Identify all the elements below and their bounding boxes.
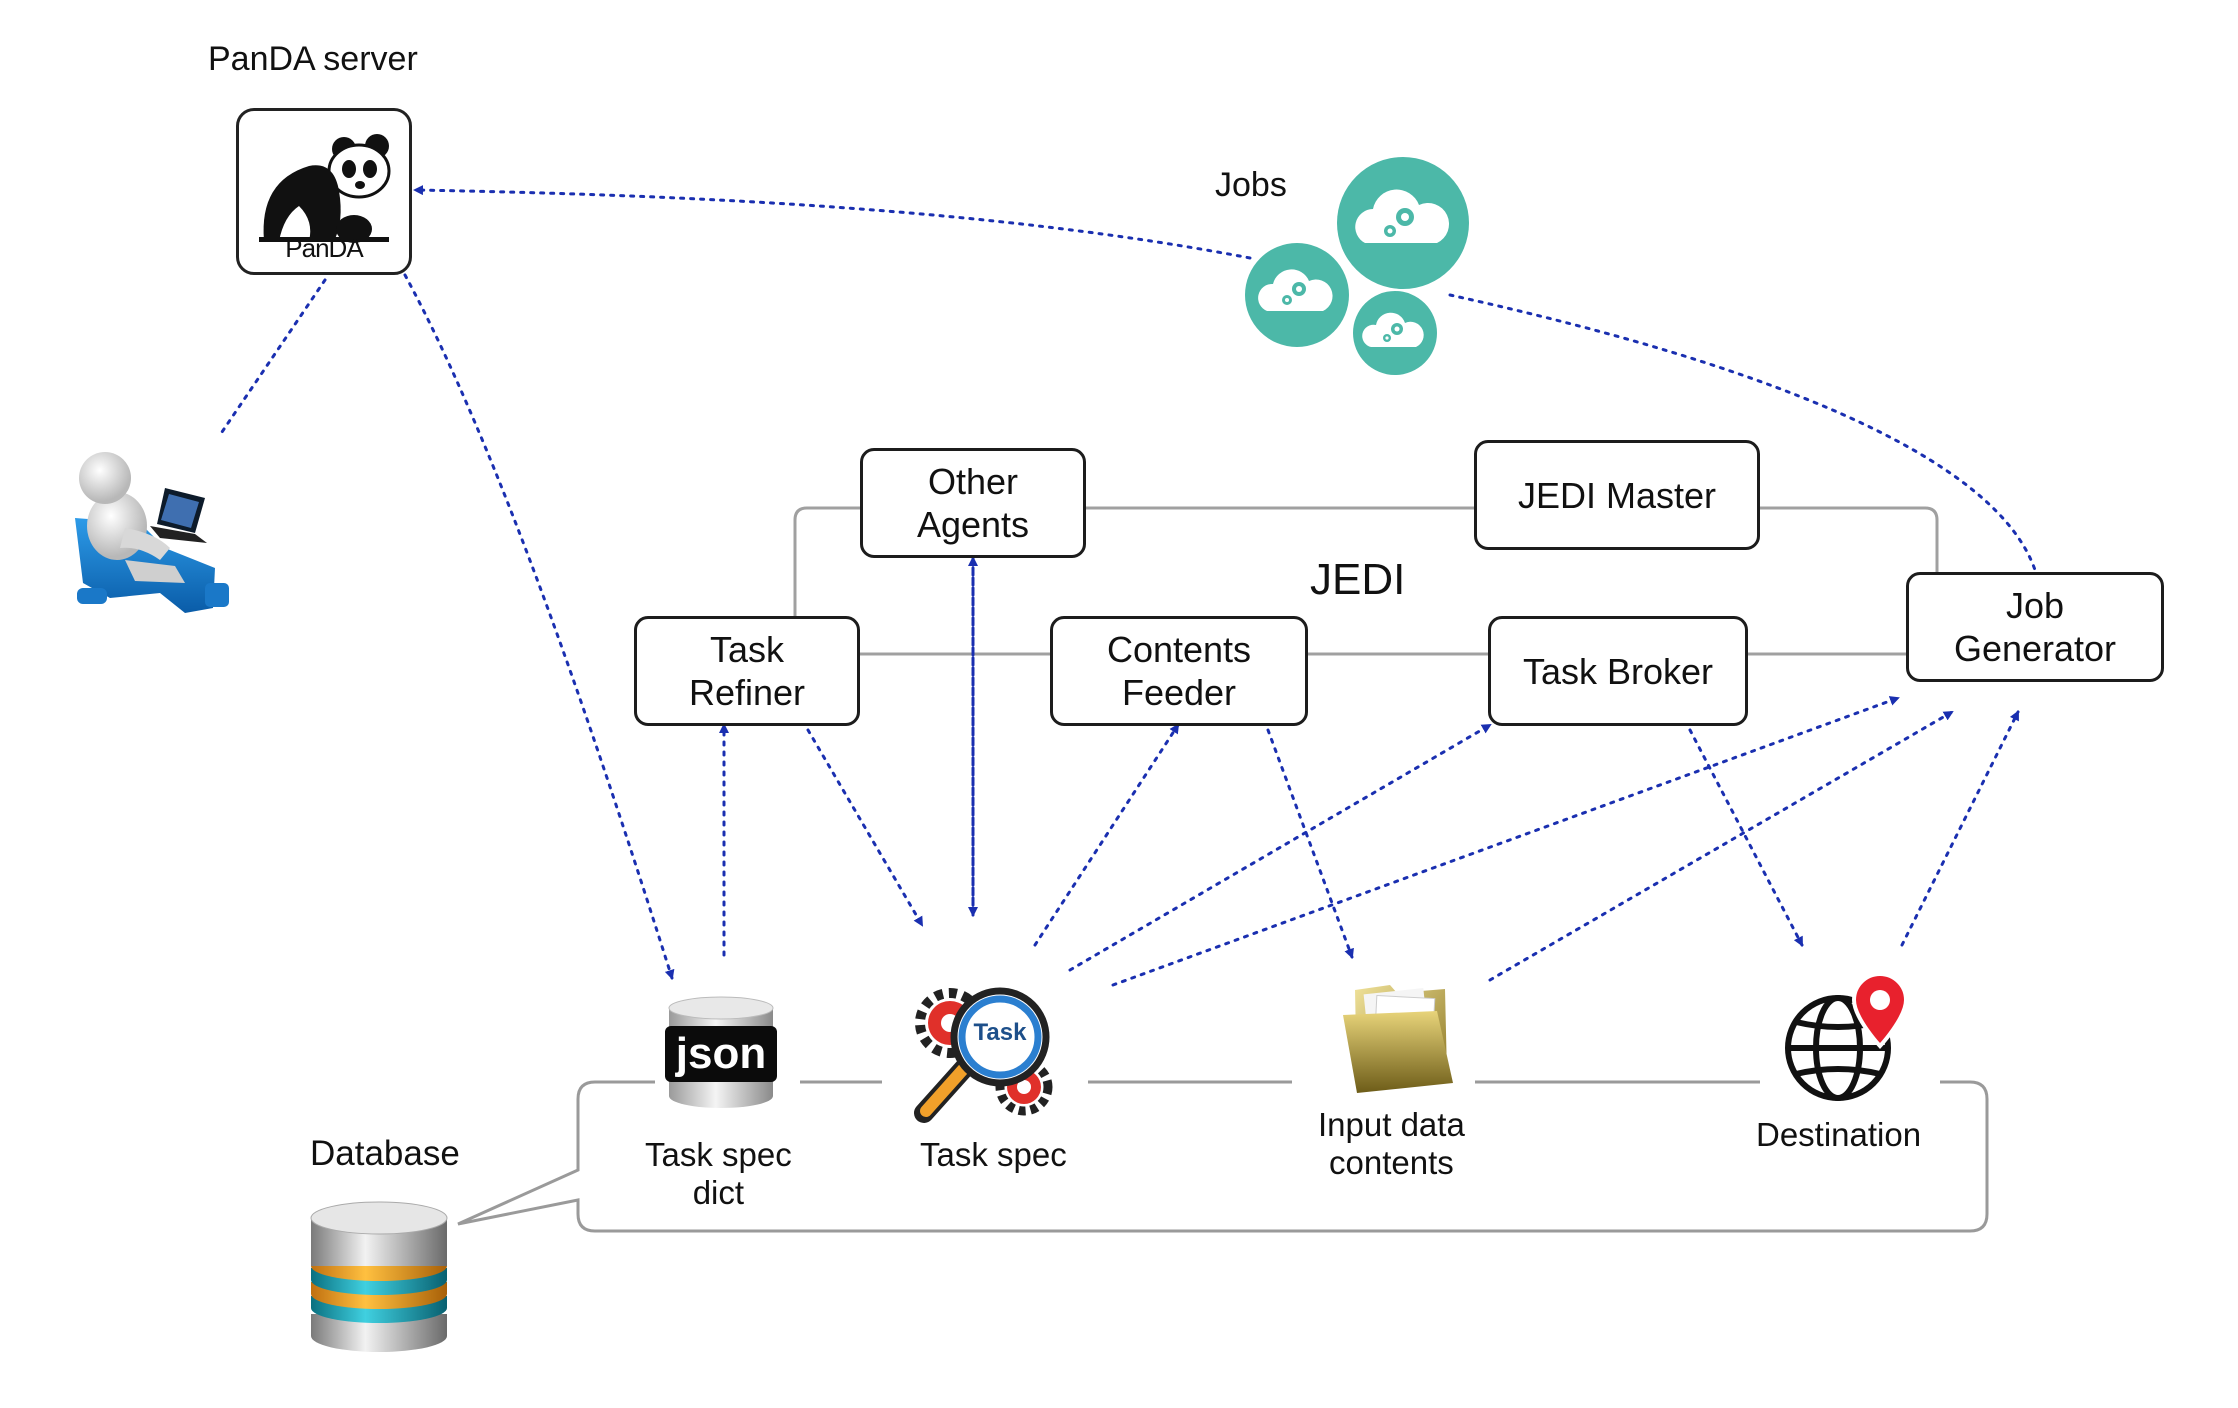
panda-logo-icon: PanDA [236,108,412,275]
jedi-master-box: JEDI Master [1474,440,1760,550]
json-icon: json [660,996,782,1111]
arrow-taskspec-to-broker [1068,723,1492,972]
json-icon-text: json [675,1029,767,1078]
other-agents-box: Other Agents [860,448,1086,558]
cloud-bubble [1337,157,1469,289]
task-broker-label: Task Broker [1522,650,1714,692]
arrow-taskspec-to-feeder [1033,723,1180,947]
wire-refiner-otheragents [793,506,862,617]
arrow-refiner-to-taskspec [806,728,924,927]
arrow-jobgen-to-jobs [1448,293,2037,572]
map-pin-icon [1851,971,1909,1049]
task-refiner-label: Task Refiner [688,629,806,713]
panda-server-label: PanDA server [208,40,418,78]
wire-master-jobgen [1759,506,1939,575]
line-panda-user [220,278,327,434]
task-icon-text: Task [973,1019,1027,1046]
jobs-clouds-icon [1245,155,1475,380]
folder-icon [1335,975,1460,1095]
input-data-contents-label: Input data contents [1318,1106,1465,1181]
task-spec-icon: Task [912,975,1062,1125]
cloud-bubble [1245,243,1349,347]
flow-arrows [220,185,2037,987]
task-spec-label: Task spec [920,1136,1067,1173]
job-generator-label: Job Generator [1953,585,2117,669]
database-container [457,1080,1989,1233]
contents-feeder-box: Contents Feeder [1050,616,1308,726]
jedi-master-label: JEDI Master [1517,474,1717,516]
job-generator-box: Job Generator [1906,572,2164,682]
arrow-feeder-to-input [1266,728,1354,959]
jedi-wiring [793,506,1939,656]
user-laptop-icon [65,448,235,623]
jobs-label: Jobs [1215,166,1287,204]
jedi-title: JEDI [1310,555,1406,604]
arrow-destination-to-jobgen [1900,710,2020,947]
contents-feeder-label: Contents Feeder [1106,629,1252,713]
database-icon [306,1196,452,1356]
task-spec-dict-label: Task spec dict [645,1136,792,1211]
arrow-taskspec-to-jobgen [1111,696,1900,987]
task-broker-box: Task Broker [1488,616,1748,726]
destination-label: Destination [1756,1116,1922,1153]
task-refiner-box: Task Refiner [634,616,860,726]
arrow-jobs-to-panda [413,185,1252,260]
arrow-broker-to-destination [1688,728,1804,947]
arrow-input-to-jobgen [1488,710,1954,982]
cloud-bubble [1353,291,1437,375]
panda-logo-text: PanDA [285,233,363,263]
database-label: Database [310,1134,460,1173]
destination-icon [1780,970,1920,1105]
arrow-panda-to-json [403,273,675,980]
other-agents-label: Other Agents [916,461,1030,545]
